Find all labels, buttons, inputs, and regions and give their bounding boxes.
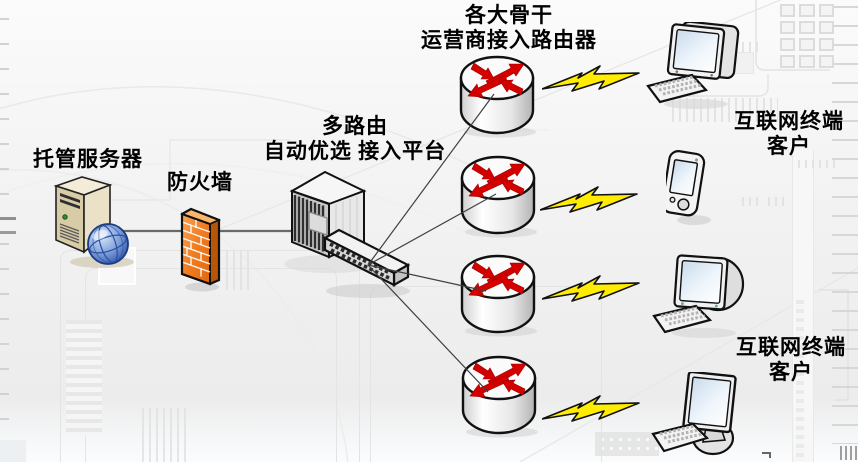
lcd-desktop-icon bbox=[650, 372, 765, 462]
platform-label: 多路由 自动优选 接入平台 bbox=[263, 114, 447, 163]
firewall-label: 防火墙 bbox=[167, 170, 233, 194]
crt-desktop-icon bbox=[652, 254, 747, 339]
router-cylinder-icon bbox=[459, 253, 539, 337]
server-label: 托管服务器 bbox=[33, 147, 143, 171]
internet-clients-label-bottom: 互联网终端 客户 bbox=[736, 335, 846, 384]
firewall-brick-wall-icon bbox=[174, 194, 226, 294]
lightning-bolt-icon bbox=[542, 60, 640, 98]
pda-icon bbox=[666, 150, 718, 230]
rack-cabinet-switch-icon bbox=[280, 168, 415, 303]
internet-clients-label-top: 互联网终端 客户 bbox=[734, 109, 844, 158]
lightning-bolt-icon bbox=[540, 181, 638, 219]
lightning-bolt-icon bbox=[542, 390, 640, 428]
router-cylinder-icon bbox=[458, 54, 538, 138]
router-cylinder-icon bbox=[459, 154, 539, 238]
router-cylinder-icon bbox=[460, 354, 540, 438]
backbone-routers-label: 各大骨干 运营商接入路由器 bbox=[421, 3, 597, 52]
